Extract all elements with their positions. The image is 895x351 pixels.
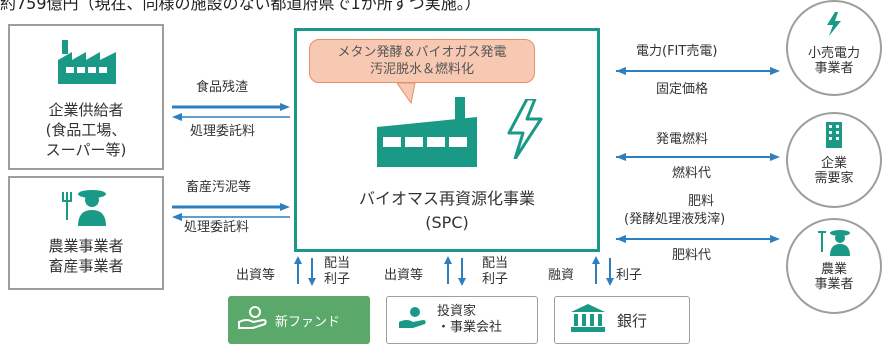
retailer-label-2: 事業者 — [814, 61, 854, 76]
dividend-label-1: 配当 利子 — [324, 256, 350, 288]
lightning-icon — [505, 97, 545, 163]
farmer-label-1: 農業事業者 — [48, 237, 124, 255]
fert-label-2: (発酵処理液残滓) — [624, 212, 726, 227]
farmer-box: 農業事業者 畜産事業者 — [8, 176, 164, 290]
arrow-fuel — [616, 148, 780, 167]
building-icon — [826, 122, 842, 152]
bubble-tail — [396, 82, 417, 109]
supplier-box: 企業供給者 (食品工場、 スーパー等) — [8, 24, 164, 170]
supplier-label-1: 企業供給者 — [48, 101, 124, 119]
corp-circle: 企業 需要家 — [786, 112, 882, 208]
food-waste-label: 食品残渣 — [196, 80, 249, 95]
farm-label-2: 事業者 — [814, 277, 854, 292]
arrow-food-waste — [172, 98, 290, 117]
fuel-fee-label: 燃料代 — [672, 166, 712, 181]
investment-label-2: 出資等 — [384, 268, 424, 283]
investor-icon — [397, 306, 429, 334]
loan-label: 融資 — [548, 268, 575, 283]
dividend-1-a: 配当 — [324, 256, 351, 271]
power-label: 電力(FIT売電) — [636, 44, 718, 59]
retailer-label-1: 小売電力 — [807, 46, 860, 61]
new-fund-label: 新ファンド — [275, 314, 341, 330]
bank-icon — [571, 304, 605, 336]
arrow-investment-2 — [442, 256, 468, 290]
process-bubble: メタン発酵＆バイオガス発電 汚泥脱水＆燃料化 — [309, 39, 535, 83]
bubble-line-1: メタン発酵＆バイオガス発電 — [337, 45, 507, 60]
investor-label-1: 投資家 — [437, 304, 477, 319]
interest-label: 利子 — [616, 268, 643, 283]
fuel-label: 発電燃料 — [656, 132, 709, 147]
dividend-label-2: 配当 利子 — [482, 256, 508, 288]
corp-label-1: 企業 — [820, 156, 847, 171]
farm-circle: 農業 事業者 — [786, 218, 882, 314]
fee1-label: 処理委託料 — [190, 124, 256, 139]
bank-box: 銀行 — [554, 296, 690, 344]
spc-box: メタン発酵＆バイオガス発電 汚泥脱水＆燃料化 バイオマス再資源化事業 (SPC) — [294, 28, 600, 252]
supplier-label-3: スーパー等) — [45, 141, 127, 159]
arrow-fertilizer — [616, 230, 780, 249]
arrow-investment-1 — [292, 256, 318, 290]
investor-label-2: ・事業会社 — [437, 320, 503, 335]
farmer-icon — [62, 186, 112, 230]
arrow-fee1 — [172, 108, 290, 127]
supplier-label-2: (食品工場、 — [45, 121, 127, 139]
fert-fee-label: 肥料代 — [672, 248, 712, 263]
dividend-2-b: 利子 — [482, 272, 509, 287]
arrow-manure — [172, 198, 290, 217]
arrow-power — [616, 62, 780, 81]
dividend-1-b: 利子 — [324, 272, 351, 287]
investment-label-1: 出資等 — [236, 268, 276, 283]
farmer-label-2: 畜産事業者 — [48, 257, 124, 275]
top-caption: 約759億円（現在、同様の施設のない都道府県で1か所ずつ実施。） — [0, 0, 481, 13]
factory-icon — [58, 40, 116, 88]
fixed-price-label: 固定価格 — [656, 82, 709, 97]
fert-label-1: 肥料 — [688, 194, 715, 209]
hand-coin-icon — [237, 306, 269, 334]
manure-label: 畜産汚泥等 — [186, 180, 252, 195]
new-fund-box: 新ファンド — [228, 296, 370, 344]
farmer-small-icon — [818, 228, 852, 260]
bubble-line-2: 汚泥脱水＆燃料化 — [369, 62, 474, 77]
bolt-small-icon — [826, 12, 842, 40]
arrow-loan — [590, 256, 616, 290]
bank-label: 銀行 — [617, 311, 648, 330]
spc-title-1: バイオマス再資源化事業 — [358, 189, 535, 208]
spc-title-2: (SPC) — [425, 213, 469, 232]
investor-box: 投資家 ・事業会社 — [386, 296, 538, 344]
retailer-circle: 小売電力 事業者 — [786, 0, 882, 96]
dividend-2-a: 配当 — [482, 256, 509, 271]
fee2-label: 処理委託料 — [184, 220, 250, 235]
farm-label-1: 農業 — [820, 262, 847, 277]
arrow-fee2 — [172, 208, 290, 227]
plant-icon — [377, 97, 477, 171]
corp-label-2: 需要家 — [814, 171, 854, 186]
